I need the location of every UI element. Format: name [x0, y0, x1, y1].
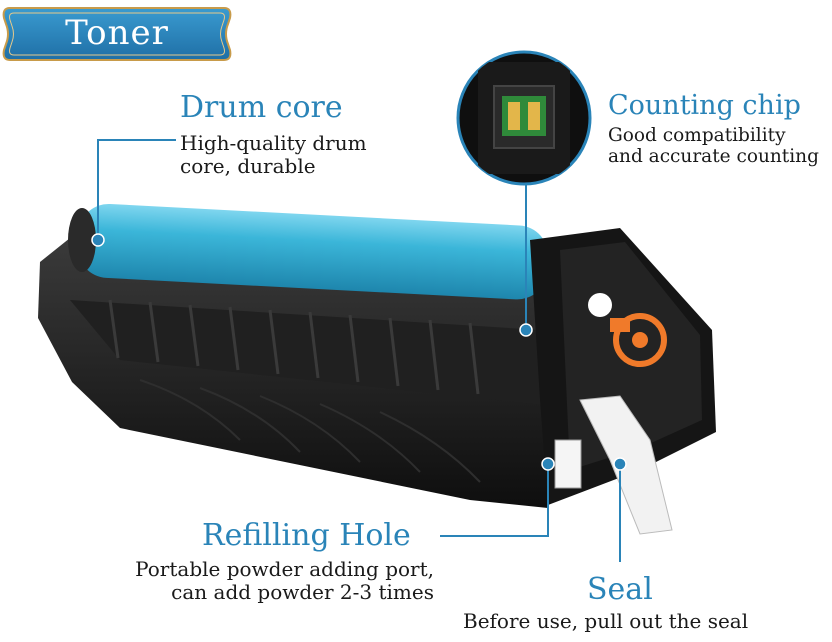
drum-core-desc-line2: core, durable: [180, 154, 316, 178]
drum-roller: [68, 203, 549, 300]
counting-chip-description: Good compatibility and accurate counting: [608, 125, 819, 168]
counting-chip-title: Counting chip: [608, 90, 801, 121]
drum-core-desc-line1: High-quality drum: [180, 131, 367, 155]
counting-chip-desc-line2: and accurate counting: [608, 146, 819, 168]
refilling-hole-desc-line2: can add powder 2-3 times: [171, 580, 434, 604]
banner-shape: [2, 7, 232, 61]
refilling-hole-desc-line1: Portable powder adding port,: [135, 557, 434, 581]
callout-dots: [91, 233, 627, 471]
banner-label: Toner: [65, 13, 169, 53]
cartridge-body: [38, 238, 548, 508]
seal-description: Before use, pull out the seal: [463, 609, 749, 633]
refilling-hole-title: Refilling Hole: [202, 518, 411, 553]
toner-banner: Toner: [4, 6, 230, 60]
counting-chip-desc-line1: Good compatibility: [608, 125, 786, 146]
drum-core-title: Drum core: [180, 90, 343, 125]
chip-inset: [456, 50, 592, 186]
refilling-hole-description: Portable powder adding port, can add pow…: [94, 558, 434, 604]
callout-lines: [97, 139, 621, 562]
seal-title: Seal: [587, 572, 653, 607]
drum-core-description: High-quality drum core, durable: [180, 132, 367, 178]
